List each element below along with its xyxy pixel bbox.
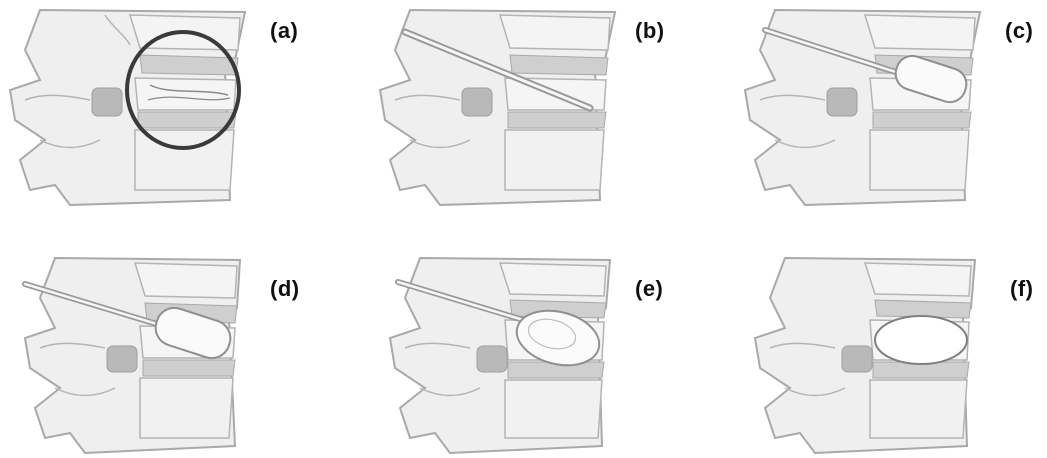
panel-label: (a) [270, 18, 298, 44]
panel-b: (b) [385, 0, 715, 210]
panel-f: (f) [745, 248, 1047, 458]
spine-illustration [745, 0, 1047, 210]
panel-label: (b) [635, 18, 665, 44]
panel-label: (e) [635, 276, 663, 302]
panel-d: (d) [15, 248, 345, 458]
panel-e: (e) [380, 248, 710, 458]
panel-label: (f) [1010, 276, 1033, 302]
panel-label: (c) [1005, 18, 1033, 44]
panel-a: (a) [0, 0, 330, 210]
panel-c: (c) [745, 0, 1047, 210]
cement-filled-cavity [875, 316, 967, 364]
panel-label: (d) [270, 276, 300, 302]
spine-illustration [385, 0, 715, 210]
spine-illustration [745, 248, 1047, 458]
